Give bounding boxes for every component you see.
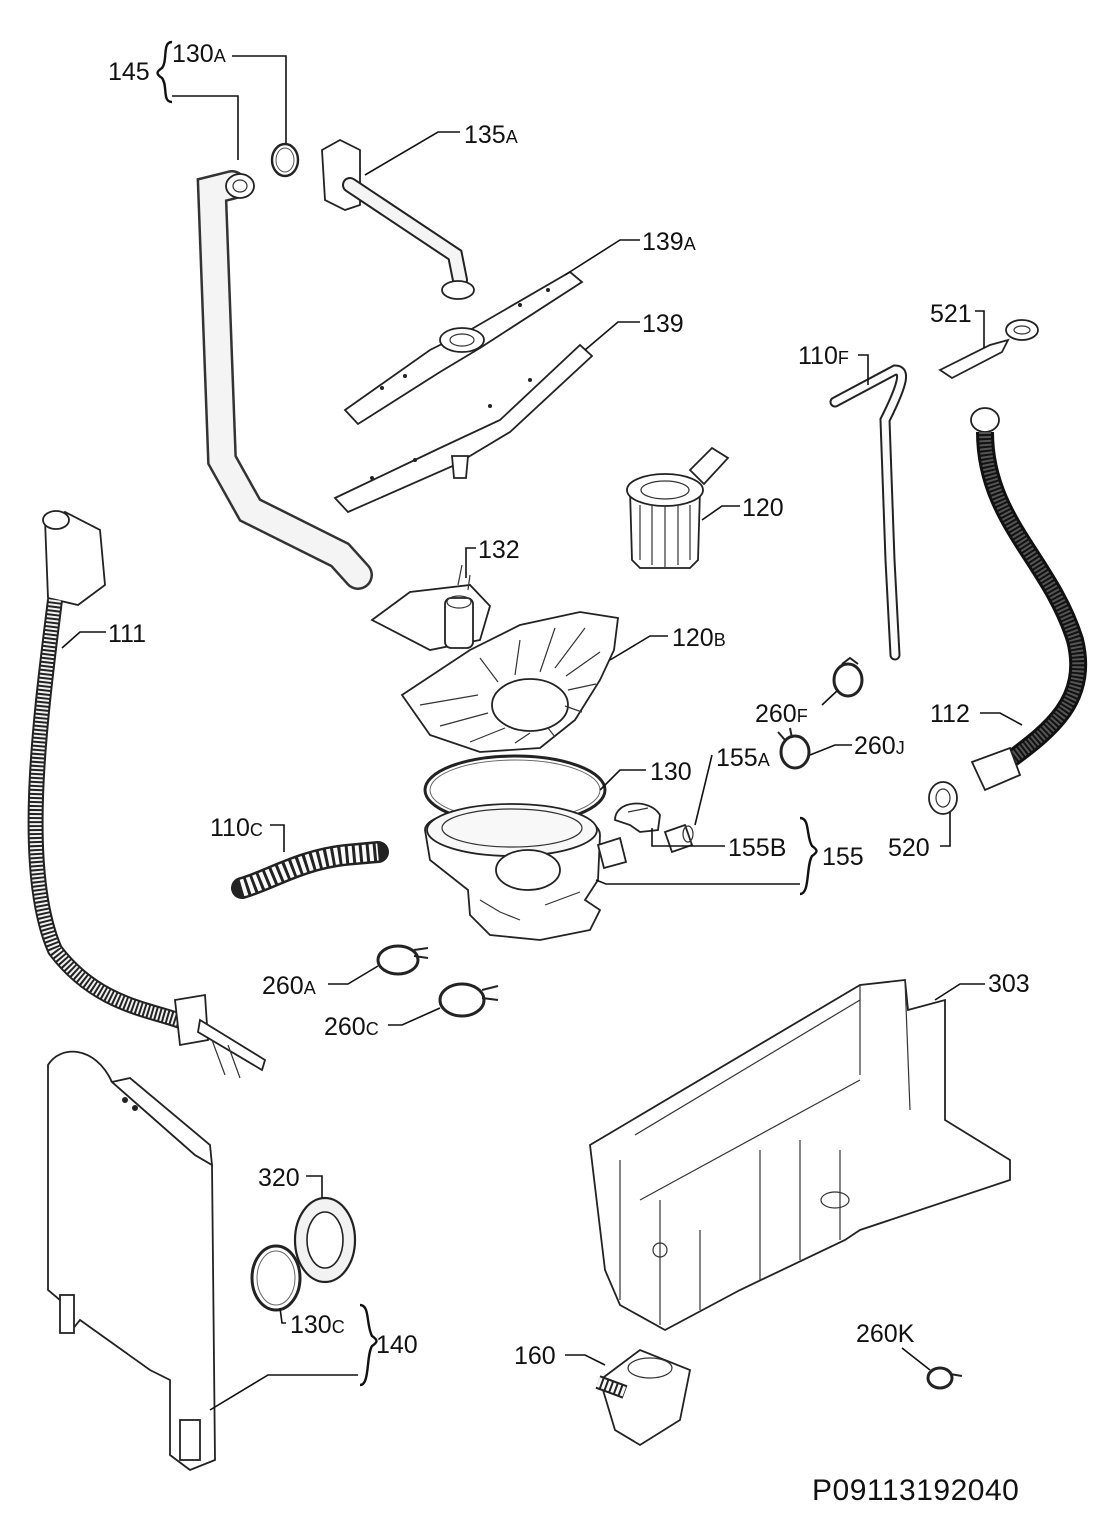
part-120-filter: [626, 446, 730, 569]
drawing-code: P09113192040: [812, 1474, 1019, 1507]
label-260a: 260A: [262, 972, 316, 1000]
label-145: 145: [108, 58, 150, 86]
label-130c: 130C: [290, 1311, 345, 1339]
label-139a: 139A: [642, 228, 696, 256]
label-139: 139: [642, 310, 684, 338]
part-110f-drain-hose: [829, 364, 908, 661]
part-155b-cover: [614, 802, 661, 833]
label-110f: 110F: [798, 342, 849, 370]
part-260f-clamp: [832, 656, 864, 698]
label-140: 140: [376, 1331, 418, 1359]
part-139-lower-spray-arm: [333, 343, 594, 514]
part-520-connector: [928, 781, 958, 815]
label-110c: 110C: [210, 814, 263, 842]
label-260f: 260F: [755, 700, 808, 728]
label-130a: 130A: [172, 40, 226, 68]
part-130c-ring: [250, 1244, 302, 1312]
label-260k: 260K: [856, 1320, 915, 1348]
part-111-inlet-hose: [27, 510, 267, 1079]
label-130: 130: [650, 758, 692, 786]
label-135a: 135A: [464, 121, 518, 149]
label-132: 132: [478, 536, 520, 564]
label-260j: 260J: [854, 732, 905, 760]
label-260c: 260C: [324, 1013, 379, 1041]
part-139a-upper-spray-arm: [343, 270, 584, 426]
part-155a-connector: [663, 823, 694, 854]
part-160-pump: [595, 1348, 692, 1447]
leader-lines: [61, 40, 1023, 1411]
label-155: 155: [822, 843, 864, 871]
part-labels: 145 130A 135A 139A 139 521 110F 120 132 …: [108, 40, 1030, 1370]
part-521-bracket: [938, 319, 1039, 380]
label-521: 521: [930, 300, 972, 328]
part-130a-o-ring: [270, 142, 300, 178]
part-120b-filter-plate: [400, 611, 620, 753]
part-260j-clamp: [777, 727, 811, 770]
label-120: 120: [742, 494, 784, 522]
label-111: 111: [108, 620, 146, 648]
label-155a: 155A: [716, 744, 770, 772]
part-112-drain-hose: [970, 407, 1088, 792]
label-320: 320: [258, 1164, 300, 1192]
part-303-base-frame: [589, 979, 1011, 1332]
part-135a-spray-arm-feed: [321, 138, 475, 300]
label-155b: 155B: [728, 834, 786, 862]
part-140-container: [47, 1050, 216, 1472]
label-120b: 120B: [672, 624, 726, 652]
label-520: 520: [888, 834, 930, 862]
part-132-sensor-module: [370, 564, 492, 651]
label-303: 303: [988, 970, 1030, 998]
part-110c-corrugated-hose: [231, 841, 389, 899]
label-112: 112: [930, 700, 970, 728]
part-320-seal: [293, 1196, 357, 1284]
part-260a-clamp: [376, 944, 429, 976]
label-160: 160: [514, 1342, 556, 1370]
part-260c-clamp: [438, 982, 499, 1018]
part-260k-clamp: [926, 1366, 963, 1390]
part-145-water-pipe: [196, 170, 373, 590]
part-155-sump-assembly: [424, 803, 628, 941]
